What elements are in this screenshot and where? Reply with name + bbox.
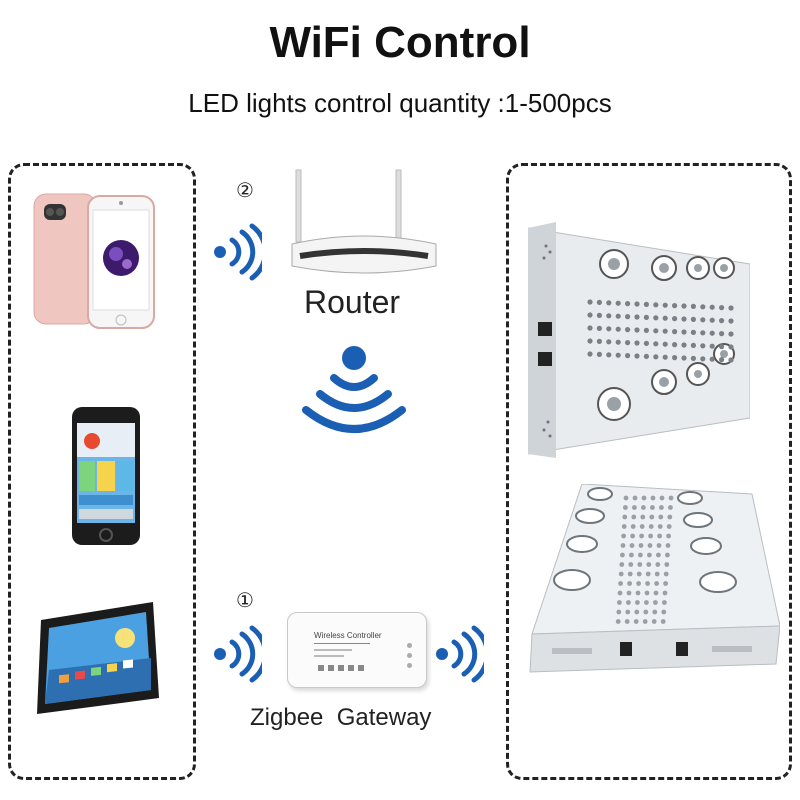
router-image: [288, 168, 440, 280]
page-subtitle: LED lights control quantity :1-500pcs: [188, 88, 612, 118]
smartphone-app-image: [70, 405, 142, 547]
gateway-label: Zigbee Gateway: [250, 704, 432, 731]
led-lights-panel: [506, 163, 792, 780]
gateway-device-image: Wireless Controller: [287, 612, 427, 688]
led-grow-light-image-2: [526, 484, 780, 674]
step-2-marker: ②: [236, 180, 254, 202]
gateway-device-title: Wireless Controller: [314, 631, 382, 640]
devices-panel: [8, 163, 196, 780]
tablet-image: [33, 600, 161, 718]
smartphone-image: [30, 190, 160, 335]
page-title: WiFi Control: [269, 18, 531, 67]
router-label: Router: [304, 284, 401, 320]
wifi-signal-icon: [212, 222, 262, 282]
wifi-broadcast-icon: [302, 344, 406, 434]
wifi-signal-icon-right: [434, 624, 484, 684]
wifi-signal-icon-left: [212, 624, 262, 684]
led-grow-light-image: [528, 222, 750, 458]
step-1-marker: ①: [236, 590, 254, 612]
